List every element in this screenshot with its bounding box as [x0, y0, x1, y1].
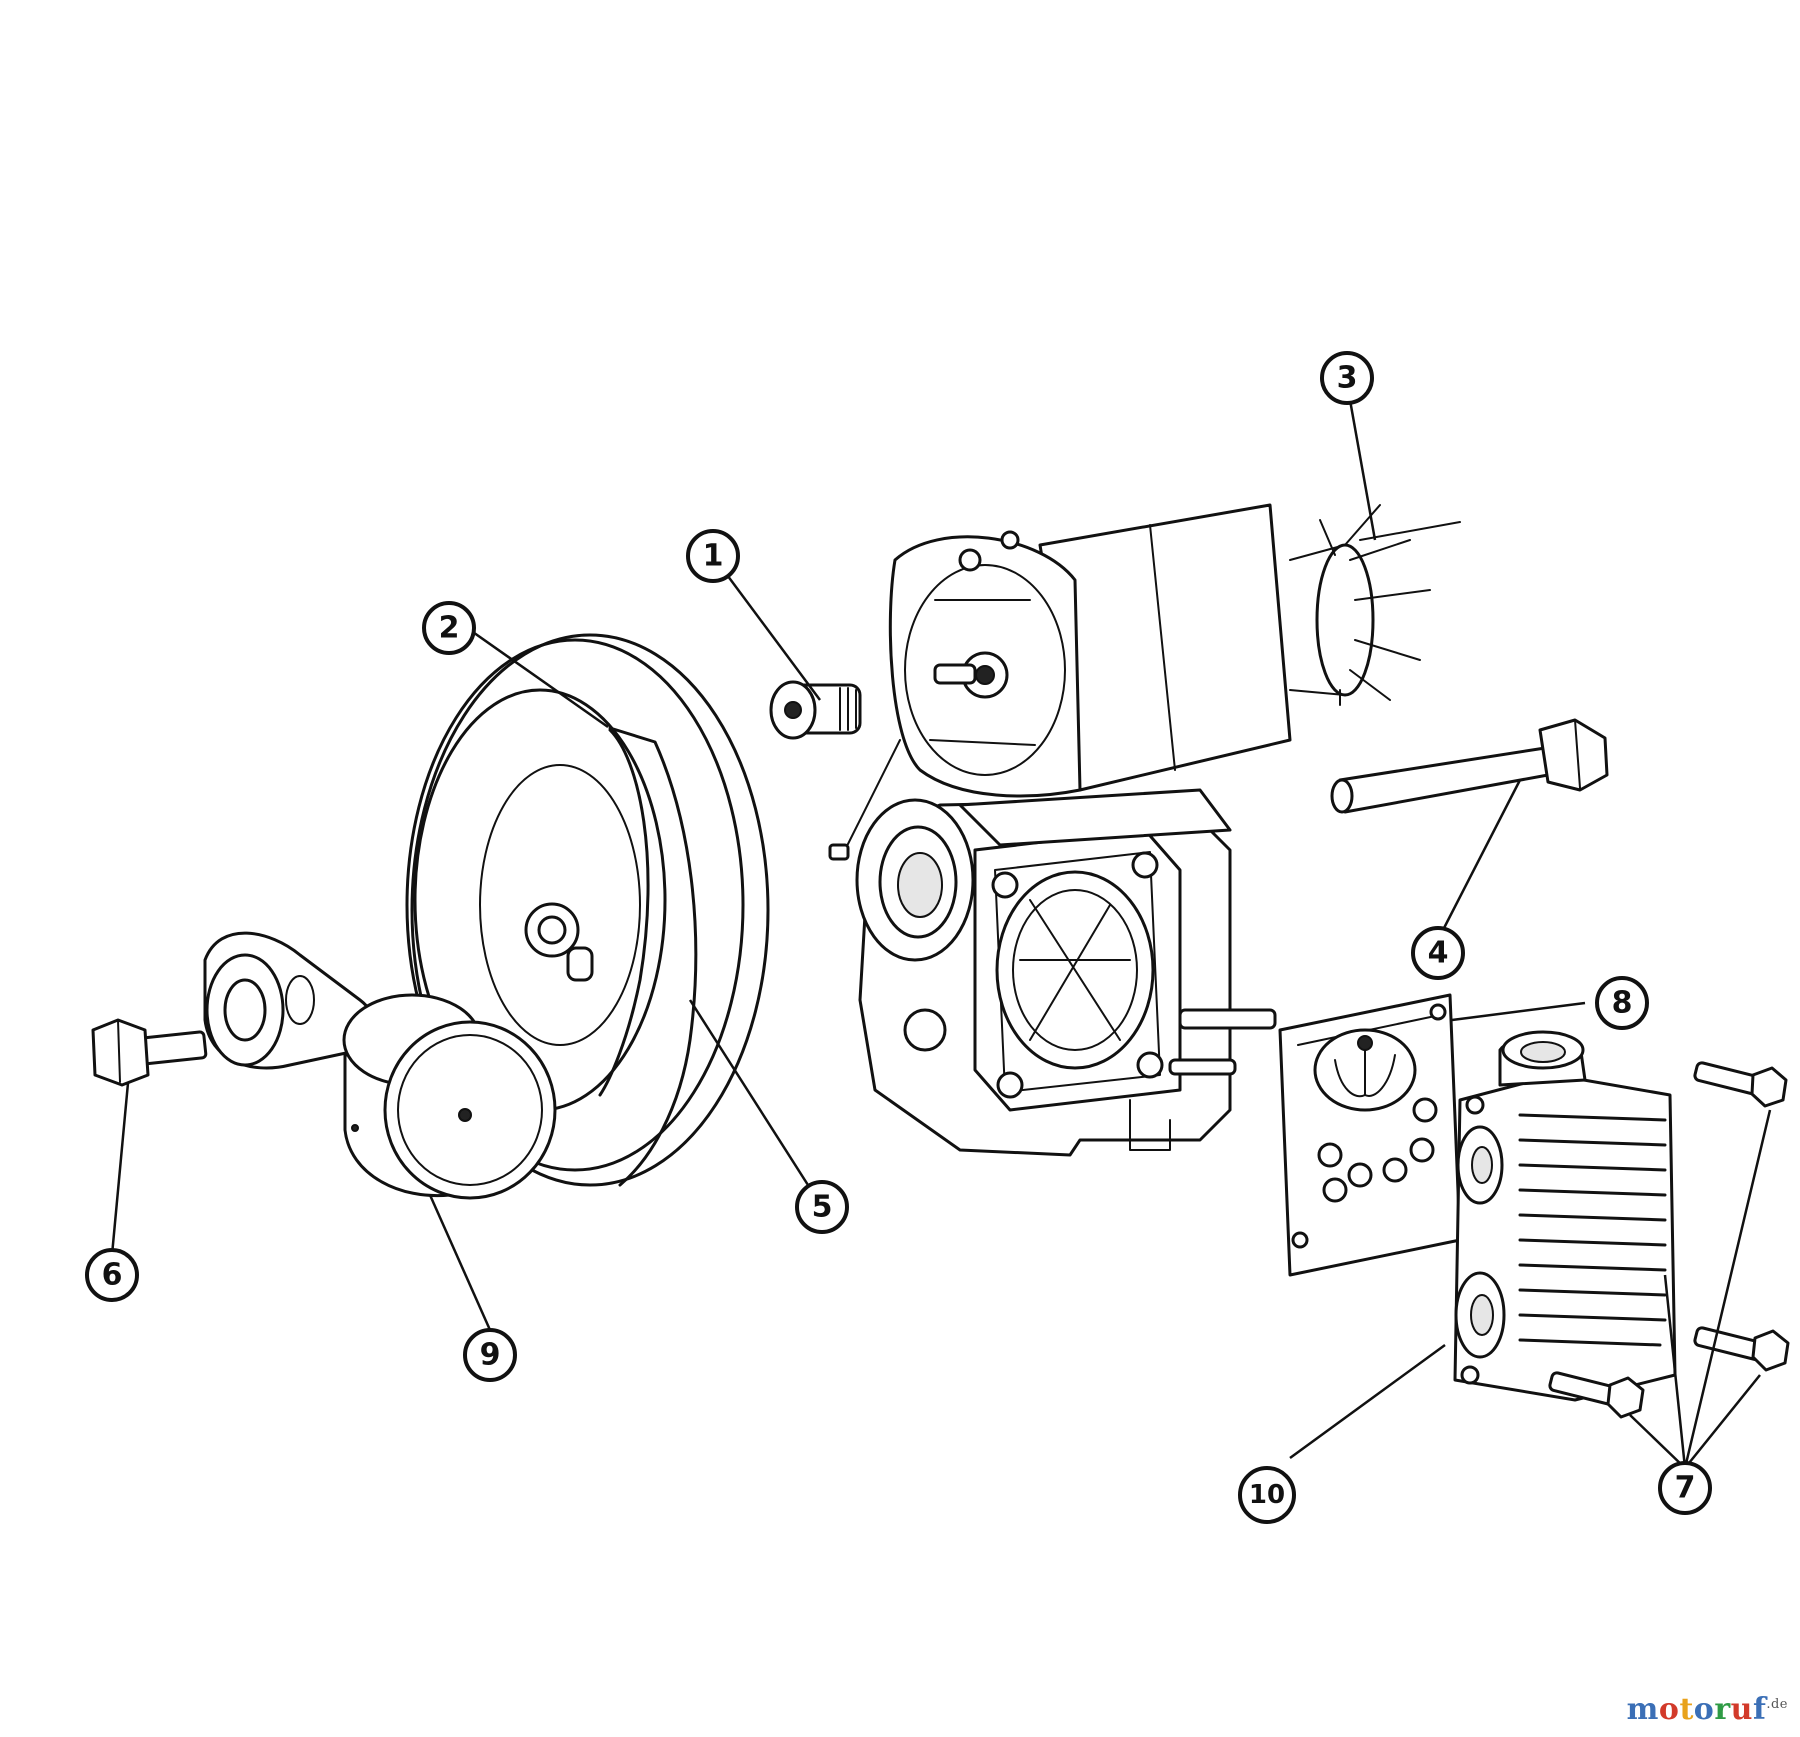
callout-8: 8: [1595, 976, 1649, 1030]
head-bolt-3: [1548, 1371, 1645, 1419]
idler-pulley-assembly: [203, 931, 557, 1200]
watermark-letter: m: [1626, 1692, 1659, 1727]
valve-plate: [1278, 993, 1462, 1277]
head-bolts: [1548, 1061, 1790, 1419]
watermark-letter: t: [1679, 1692, 1694, 1727]
callout-label: 4: [1428, 936, 1449, 971]
leader-lines: [110, 399, 1772, 1469]
callout-4: 4: [1411, 926, 1465, 980]
watermark-letter: o: [1658, 1692, 1680, 1727]
callout-3: 3: [1320, 351, 1374, 405]
callout-label: 10: [1249, 1480, 1285, 1510]
callout-label: 3: [1337, 361, 1358, 396]
watermark-tld: .de: [1766, 1697, 1788, 1712]
watermark-logo: motoruf.de: [1627, 1692, 1788, 1727]
cooling-fan: [1289, 504, 1461, 706]
watermark-letter: u: [1730, 1692, 1753, 1727]
watermark-letter: r: [1714, 1692, 1731, 1727]
belt-pulley-assembly: [405, 633, 770, 1187]
watermark-brand: motoruf: [1627, 1692, 1767, 1727]
callout-label: 2: [439, 611, 460, 646]
callout-label: 9: [480, 1338, 501, 1373]
watermark-letter: f: [1752, 1692, 1767, 1727]
callout-label: 6: [102, 1258, 123, 1293]
callout-label: 1: [703, 539, 724, 574]
electric-motor: [828, 503, 1461, 861]
hex-bolt-left: [91, 1018, 208, 1087]
crankcase-housing: [855, 788, 1277, 1157]
callout-label: 5: [812, 1190, 833, 1225]
callout-5: 5: [795, 1180, 849, 1234]
callout-label: 7: [1675, 1471, 1696, 1506]
watermark-letter: o: [1693, 1692, 1715, 1727]
head-bolt-1: [1693, 1061, 1788, 1108]
head-bolt-2: [1693, 1326, 1790, 1372]
callout-7: 7: [1658, 1461, 1712, 1515]
callout-2: 2: [422, 601, 476, 655]
callout-label: 8: [1612, 986, 1633, 1021]
callout-6: 6: [85, 1248, 139, 1302]
callout-1: 1: [686, 529, 740, 583]
callout-10: 10: [1238, 1466, 1296, 1524]
long-bolt: [1330, 718, 1609, 814]
callout-9: 9: [463, 1328, 517, 1382]
threaded-plug: [769, 680, 862, 740]
cylinder-head: [1453, 1030, 1677, 1402]
